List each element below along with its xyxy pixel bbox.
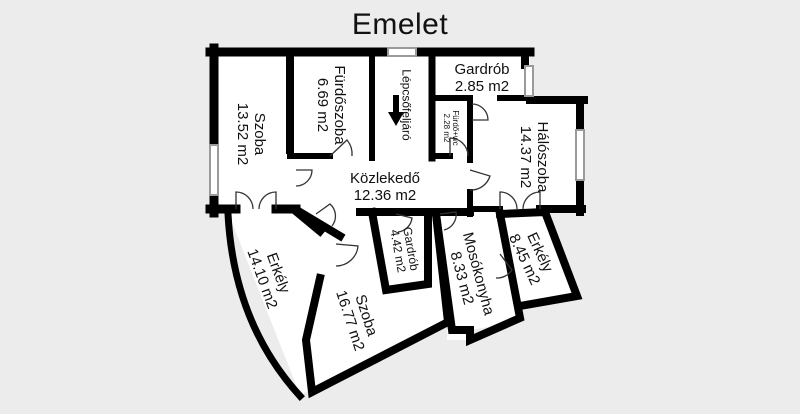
room-label-lepcsofeljaro: Lépcsőfeljáró	[399, 69, 414, 141]
windows	[209, 47, 585, 196]
floor-fill	[210, 48, 584, 395]
walls	[205, 43, 588, 401]
doors	[235, 103, 541, 279]
stairs-arrow	[388, 95, 404, 126]
plan-title: Emelet	[351, 8, 449, 41]
